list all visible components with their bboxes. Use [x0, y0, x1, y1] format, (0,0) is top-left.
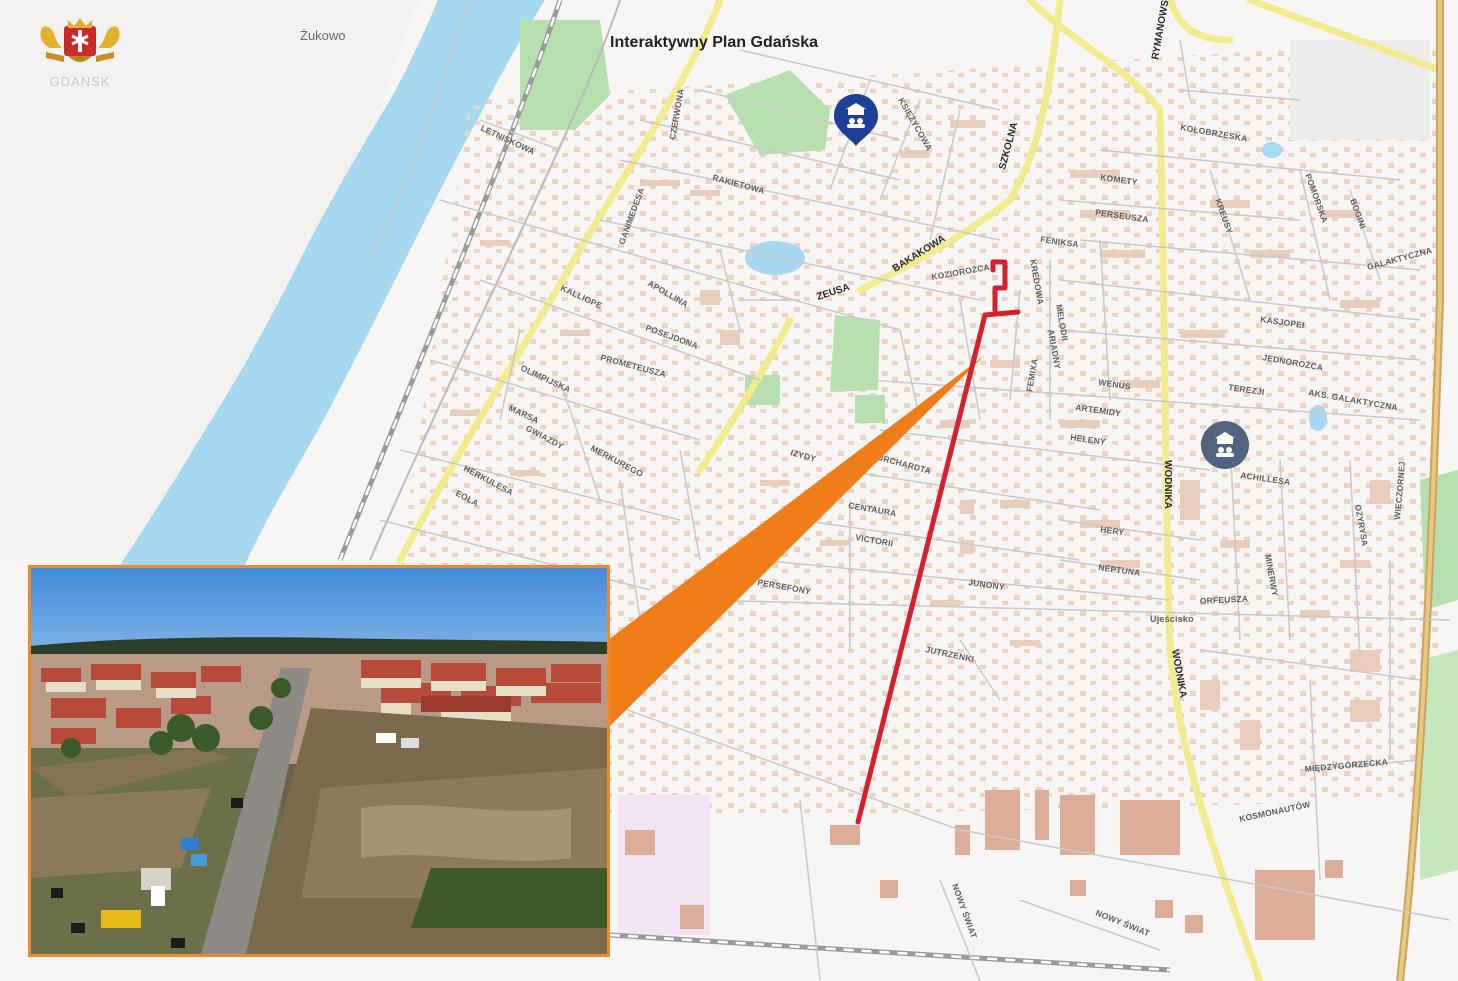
building-blocks [450, 120, 1390, 750]
aerial-photo-inset [28, 565, 610, 957]
school-marker-east[interactable] [1200, 420, 1250, 475]
street-label-ujescisko: Ujeścisko [1150, 614, 1194, 624]
street-label-wojnice: WODNIKA [1162, 460, 1173, 509]
school-marker-north[interactable] [832, 92, 880, 153]
pond-east [1262, 142, 1282, 158]
railway-west [337, 0, 621, 561]
logo-wordmark: GDAŃSK [49, 74, 111, 89]
major-roads [396, 0, 1444, 981]
pond-west [745, 241, 805, 275]
place-label-zukowo: Żukowo [300, 28, 346, 43]
local-streets [379, 39, 1451, 981]
industrial-buildings [625, 790, 1343, 940]
street-label-wenus: WENUS [1098, 377, 1132, 391]
park-east-2 [1420, 650, 1458, 880]
railway-south [609, 932, 1171, 973]
pond-east-2 [1309, 405, 1327, 431]
park-small-2 [855, 395, 885, 423]
expressway-east [1396, 0, 1444, 981]
open-area [0, 0, 420, 560]
gdansk-coat-of-arms-icon [40, 18, 120, 62]
park-north-2 [725, 70, 830, 155]
route-line [855, 259, 1021, 825]
callout-wedge [608, 355, 985, 728]
map-title: Interaktywny Plan Gdańska [610, 34, 819, 51]
street-label-hery: HERY [1100, 524, 1125, 537]
water-body [120, 0, 545, 565]
commercial-area [1290, 40, 1430, 140]
street-label-heleny: HELENY [1070, 432, 1107, 447]
school-icon [846, 103, 866, 128]
aerial-photo [31, 568, 607, 954]
street-label-orfeusza: ORFEUSZA [1200, 593, 1249, 606]
gdansk-logo: GDAŃSK [28, 14, 132, 96]
park-center [830, 315, 880, 392]
school-icon [1215, 432, 1235, 457]
